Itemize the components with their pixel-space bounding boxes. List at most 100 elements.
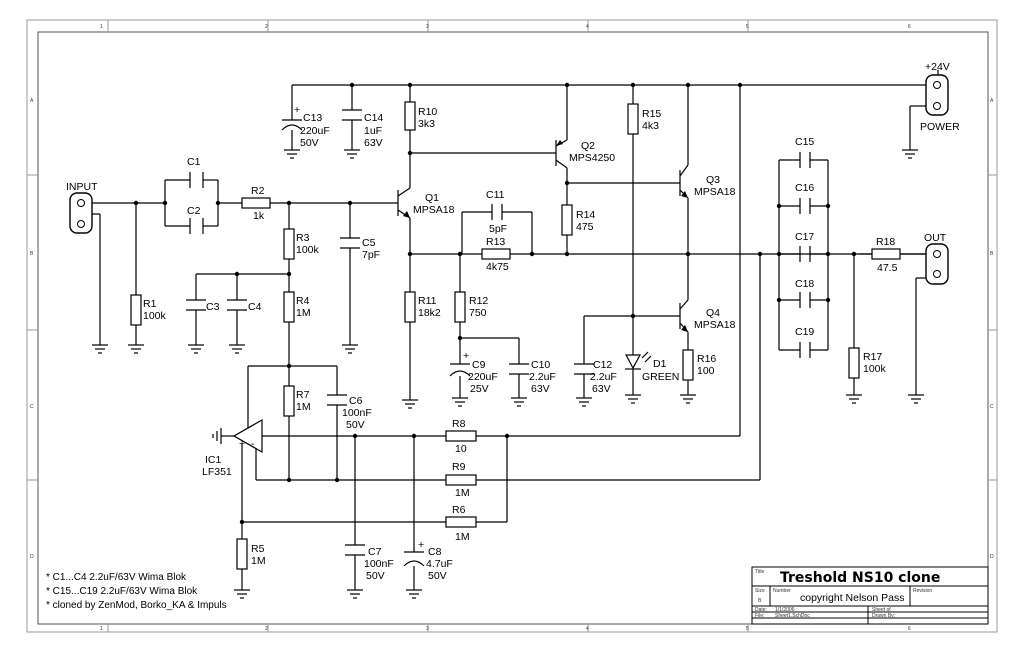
d1-label: D1 [653, 358, 667, 370]
r15-label: R15 [642, 108, 661, 120]
c10-voltage: 63V [531, 383, 550, 395]
c12-label: C12 [593, 359, 612, 371]
electrolytic-capacitor-c13: + [281, 104, 303, 131]
c2-label: C2 [187, 205, 201, 217]
c14-voltage: 63V [364, 137, 383, 149]
c16-label: C16 [795, 182, 814, 194]
output-label: OUT [924, 232, 947, 244]
col-label: 5 [746, 24, 749, 30]
junctions [133, 82, 857, 525]
c19-label: C19 [795, 326, 814, 338]
c8-value: 4.7uF [426, 558, 453, 570]
capacitor-c5 [340, 237, 360, 249]
number-value: copyright Nelson Pass [800, 592, 904, 604]
drawn-heading: Drawn By: [872, 613, 895, 619]
row-label: C [990, 404, 994, 410]
col-label: 2 [265, 24, 268, 30]
r9-label: R9 [452, 461, 466, 473]
row-label: D [30, 554, 34, 560]
q1-label: Q1 [425, 192, 439, 204]
revision-heading: Revision [913, 588, 932, 594]
resistor-r11 [404, 291, 416, 323]
ground-icon [284, 149, 300, 159]
r3-label: R3 [296, 232, 310, 244]
input-connector [69, 192, 100, 234]
r6-label: R6 [452, 504, 466, 516]
electrolytic-capacitor-c8: + [403, 539, 425, 567]
col-label: 1 [100, 626, 103, 632]
r3-value: 100k [296, 244, 320, 256]
ground-icon [680, 394, 696, 404]
ground-icon [229, 344, 245, 354]
capacitor-c16 [799, 198, 811, 214]
ground-icon [511, 397, 527, 407]
ground-icon [406, 589, 422, 599]
resistor-r18 [871, 248, 901, 260]
wires [92, 70, 939, 590]
col-label: 4 [586, 24, 589, 30]
resistor-r16 [682, 349, 694, 381]
capacitor-c19 [799, 342, 811, 358]
transistor-q4 [679, 299, 689, 333]
c12-voltage: 63V [592, 383, 611, 395]
ground-icon [846, 394, 862, 404]
ground-icon [576, 397, 592, 407]
resistor-r3 [283, 228, 295, 260]
opamp-ic1: + - [232, 418, 263, 454]
capacitor-c14 [342, 109, 362, 121]
col-label: 3 [426, 24, 429, 30]
ground-icon [625, 394, 641, 404]
r10-value: 3k3 [418, 118, 435, 130]
r17-label: R17 [863, 351, 882, 363]
c18-label: C18 [795, 278, 814, 290]
c8-label: C8 [428, 546, 442, 558]
c9-value: 220uF [468, 371, 498, 383]
file-heading: File: [755, 613, 764, 619]
r5-value: 1M [251, 555, 266, 567]
ground-icon [188, 344, 204, 354]
c7-value: 100nF [364, 558, 394, 570]
date-heading: Date: [755, 607, 767, 613]
c12-value: 2.2uF [590, 371, 617, 383]
resistor-r15 [627, 103, 639, 135]
c10-value: 2.2uF [529, 371, 556, 383]
row-label: C [30, 404, 34, 410]
c13-value: 220uF [300, 125, 330, 137]
c3-label: C3 [206, 301, 220, 313]
resistor-r7 [283, 385, 295, 417]
c6-voltage: 50V [346, 419, 365, 431]
supply-label: +24V [925, 61, 950, 73]
q1-value: MPSA18 [413, 204, 455, 216]
resistor-r5 [236, 538, 248, 570]
capacitor-c15 [799, 152, 811, 168]
c8-voltage: 50V [428, 570, 447, 582]
d1-value: GREEN [642, 371, 679, 383]
resistor-r6 [445, 516, 477, 528]
r17-value: 100k [863, 363, 887, 375]
q2-value: MPS4250 [569, 152, 615, 164]
col-label: 2 [265, 626, 268, 632]
resistor-r12 [454, 291, 466, 323]
r12-value: 750 [469, 307, 487, 319]
sheet-title: Treshold NS10 clone [780, 570, 940, 586]
notes: * C1...C4 2.2uF/63V Wima Blok * C15...C1… [46, 572, 227, 611]
r18-label: R18 [876, 236, 895, 248]
r13-value: 4k75 [486, 261, 509, 273]
r14-label: R14 [576, 209, 595, 221]
r8-label: R8 [452, 418, 466, 430]
r13-label: R13 [486, 236, 505, 248]
electrolytic-capacitor-c9: + [449, 350, 471, 377]
ground-icon [908, 394, 924, 404]
c13-label: C13 [303, 112, 322, 124]
capacitor-c6 [327, 394, 347, 406]
r5-label: R5 [251, 543, 265, 555]
svg-text:+: + [239, 438, 245, 450]
r4-label: R4 [296, 295, 310, 307]
power-connector [925, 74, 949, 116]
c7-label: C7 [368, 546, 382, 558]
c17-label: C17 [795, 231, 814, 243]
input-label: INPUT [66, 181, 98, 193]
c11-value: 5pF [489, 223, 507, 235]
size-heading: Size [755, 588, 765, 594]
col-label: 4 [586, 626, 589, 632]
